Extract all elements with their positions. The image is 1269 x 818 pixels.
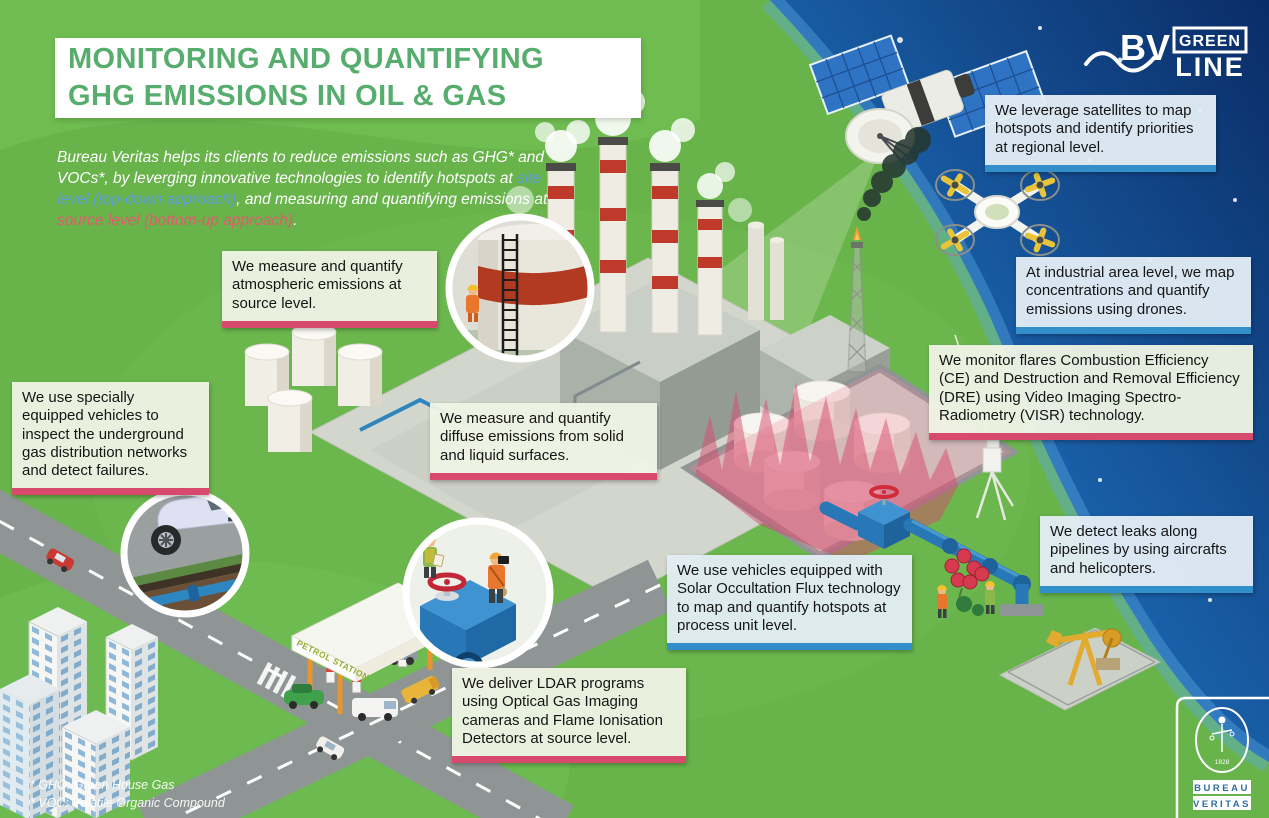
flare-stack-icon <box>847 127 931 373</box>
footnotes: * GHG: Green House Gas * VOC: Volatile O… <box>30 777 225 812</box>
page-title-line2: GHG EMISSIONS IN OIL & GAS <box>68 80 507 112</box>
roads <box>0 489 673 818</box>
callout-diffuse: We measure and quantify diffuse emission… <box>430 403 657 480</box>
callout-diffuse-text: We measure and quantify diffuse emission… <box>440 410 624 464</box>
intro-seg2: , and measuring and quantifying emission… <box>236 191 548 209</box>
page-title-line1: MONITORING AND QUANTIFYING <box>68 43 544 76</box>
car-green <box>284 684 324 709</box>
callout-flares-text: We monitor flares Combustion Efficiency … <box>939 352 1240 424</box>
emblem-bureau: BUREAU <box>1194 783 1250 794</box>
drone-icon <box>935 169 1060 256</box>
callout-aircraft-text: We detect leaks along pipelines by using… <box>1050 523 1227 577</box>
emblem-veritas: VERITAS <box>1193 799 1251 810</box>
car-red <box>46 548 75 573</box>
tripod-camera-icon <box>954 334 1015 521</box>
callout-ldar: We deliver LDAR programs using Optical G… <box>452 668 686 764</box>
callout-vehicles: We use specially equipped vehicles to in… <box>12 382 209 496</box>
intro-source-level: source level (bottom-up approach) <box>57 212 294 230</box>
footnote-ghg: * GHG: Green House Gas <box>30 778 175 792</box>
logo-bv-text: BV <box>1120 27 1170 68</box>
callout-satellites: We leverage satellites to map hotspots a… <box>985 95 1216 172</box>
logo-wave <box>1084 51 1156 73</box>
intro-site-level: site level (top-down approach) <box>57 170 542 209</box>
callout-ldar-text: We deliver LDAR programs using Optical G… <box>462 675 663 747</box>
car-white <box>316 736 345 761</box>
callout-atmospheric: We measure and quantify atmospheric emis… <box>222 251 437 328</box>
callout-satellites-text: We leverage satellites to map hotspots a… <box>995 102 1194 156</box>
van-white <box>352 698 398 721</box>
logo-line-text: LINE <box>1175 52 1245 82</box>
footnote-voc: * VOC: Volatile Organic Compound <box>30 795 225 810</box>
emblem-year: 1828 <box>1215 759 1230 766</box>
intro-paragraph: Bureau Veritas helps its clients to redu… <box>57 147 557 231</box>
inset-tank-source <box>445 213 595 363</box>
logo-green-text: GREEN <box>1179 33 1241 50</box>
intro-seg3: . <box>293 212 298 230</box>
pump-jack-icon <box>998 627 1162 711</box>
satellite-icon <box>808 34 1047 165</box>
city-buildings <box>0 607 158 818</box>
callout-drones-text: At industrial area level, we map concent… <box>1026 264 1235 318</box>
inset-valve-workers <box>402 517 554 669</box>
intro-seg1: Bureau Veritas helps its clients to redu… <box>57 149 545 188</box>
field-workers <box>937 548 995 618</box>
callout-sof: We use vehicles equipped with Solar Occu… <box>667 555 912 651</box>
title-banner: MONITORING AND QUANTIFYING GHG EMISSIONS… <box>55 38 641 118</box>
callout-flares: We monitor flares Combustion Efficiency … <box>929 345 1253 441</box>
callout-vehicles-text: We use specially equipped vehicles to in… <box>22 389 188 480</box>
callout-sof-text: We use vehicles equipped with Solar Occu… <box>677 562 901 634</box>
callout-aircraft: We detect leaks along pipelines by using… <box>1040 516 1253 593</box>
callout-drones: At industrial area level, we map concent… <box>1016 257 1251 334</box>
bv-greenline-logo: BV GREEN LINE <box>1082 14 1262 87</box>
bureau-veritas-emblem: 1828 BUREAU VERITAS <box>1172 694 1269 818</box>
truck-yellow <box>401 675 441 704</box>
callout-atmospheric-text: We measure and quantify atmospheric emis… <box>232 258 403 312</box>
